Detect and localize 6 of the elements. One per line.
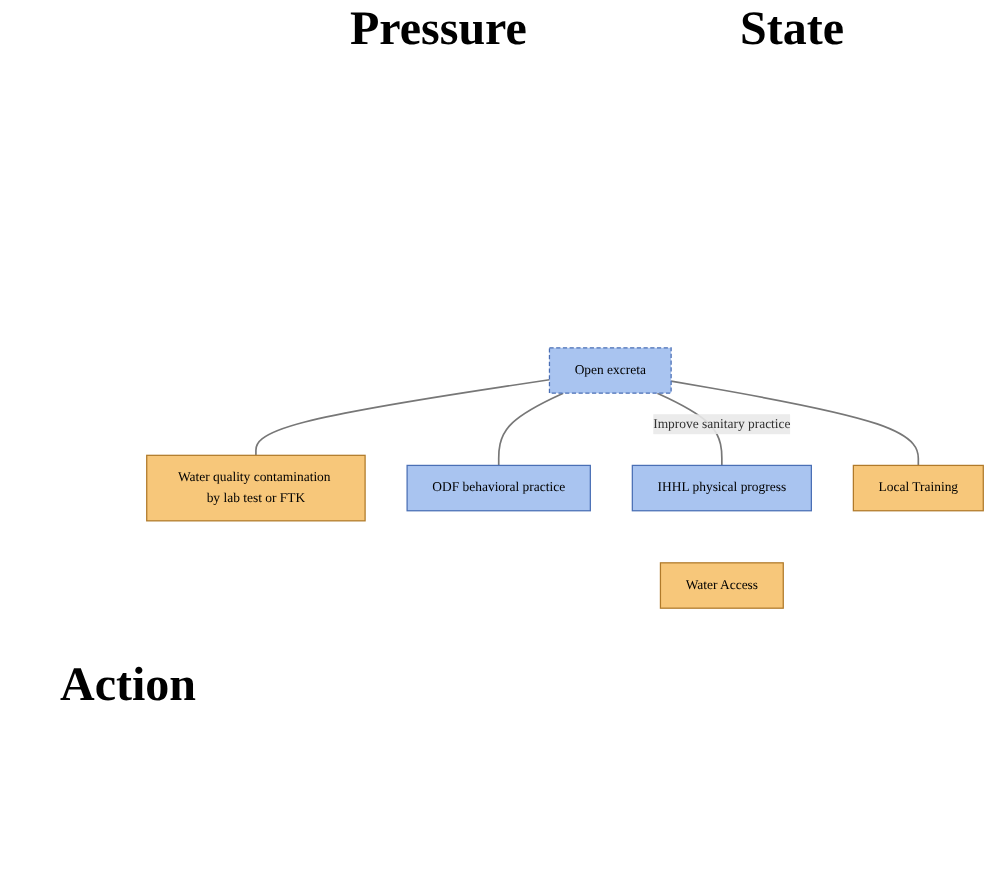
- axis-heading: State: [740, 4, 844, 58]
- axis-heading: Action: [60, 660, 196, 714]
- axis-heading: Pressure: [350, 4, 527, 58]
- connector: [255, 378, 551, 457]
- connector: [497, 392, 565, 467]
- connector: [670, 380, 920, 467]
